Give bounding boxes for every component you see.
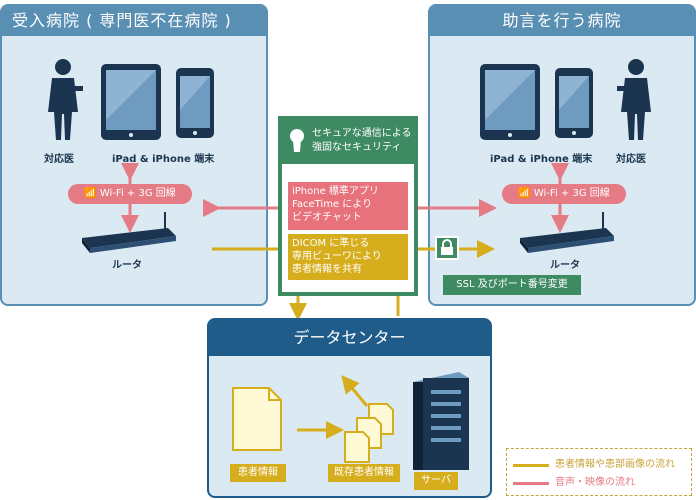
left-hospital-panel: 受入病院 ( 専門医不在病院 ) [0, 4, 268, 306]
video-line3: ビデオチャット [292, 212, 362, 223]
left-device-label: iPad & iPhone 端末 [112, 154, 215, 165]
dicom-line2: 専用ビューワにより [292, 251, 382, 262]
video-chat-box: iPhone 標準アプリ FaceTime により ビデオチャット [288, 182, 408, 230]
stacked-documents-icon [344, 403, 394, 463]
left-router-icon [82, 212, 176, 253]
security-line2: 強固なセキュリティ [312, 142, 402, 153]
right-panel-title: 助言を行う病院 [430, 6, 694, 36]
datacenter-title: データセンター [209, 320, 490, 356]
legend-row-yellow: 患者情報や患部画像の流れ [513, 458, 675, 472]
server-tag: サーバ [414, 472, 458, 490]
left-doctor-icon [48, 59, 83, 140]
dicom-box: DICOM に準じる 専用ビューワにより 患者情報を共有 [288, 234, 408, 280]
ssl-label: SSL 及びポート番号変更 [443, 275, 581, 295]
video-line2: FaceTime により [292, 199, 373, 210]
left-wifi-pill: 📶 Wi-Fi + 3G 回線 [68, 184, 192, 204]
legend-yellow-label: 患者情報や患部画像の流れ [555, 459, 675, 470]
patient-info-tag: 患者情報 [230, 464, 286, 482]
wifi-icon: 📶 [84, 188, 97, 199]
left-panel-title: 受入病院 ( 専門医不在病院 ) [2, 6, 266, 36]
right-doctor-icon [617, 59, 651, 140]
right-doctor-label: 対応医 [616, 154, 646, 165]
right-router-label: ルータ [550, 260, 580, 271]
legend: 患者情報や患部画像の流れ 音声・映像の流れ [506, 448, 692, 496]
document-icon [232, 387, 282, 451]
lock-icon [435, 236, 459, 260]
right-ipad-icon [480, 64, 540, 140]
right-device-label: iPad & iPhone 端末 [490, 154, 593, 165]
security-box: セキュアな通信による 強固なセキュリティ iPhone 標準アプリ FaceTi… [278, 116, 418, 296]
left-router-label: ルータ [112, 260, 142, 271]
security-header: セキュアな通信による 強固なセキュリティ [282, 120, 414, 164]
video-line1: iPhone 標準アプリ [292, 186, 379, 197]
right-wifi-pill: 📶 Wi-Fi + 3G 回線 [502, 184, 626, 204]
left-wifi-label: Wi-Fi + 3G 回線 [99, 188, 176, 199]
dicom-line3: 患者情報を共有 [292, 264, 362, 275]
left-doctor-label: 対応医 [44, 154, 74, 165]
legend-red-label: 音声・映像の流れ [555, 477, 635, 488]
legend-red-swatch [513, 481, 549, 485]
legend-row-red: 音声・映像の流れ [513, 476, 635, 490]
datacenter-graphics [232, 372, 469, 470]
legend-yellow-swatch [513, 463, 549, 467]
right-hospital-panel: 助言を行う病院 [428, 4, 696, 306]
left-ipad-icon [101, 64, 161, 140]
dicom-line1: DICOM に準じる [292, 238, 370, 249]
right-wifi-label: Wi-Fi + 3G 回線 [533, 188, 610, 199]
retrieve-arrow [341, 375, 369, 407]
server-icon [413, 372, 469, 470]
security-text: セキュアな通信による 強固なセキュリティ [312, 127, 412, 155]
security-line1: セキュアな通信による [312, 128, 412, 139]
wifi-icon: 📶 [518, 188, 531, 199]
keyhole-icon [290, 129, 304, 152]
right-iphone-icon [555, 68, 593, 138]
existing-info-tag: 既存患者情報 [328, 464, 400, 482]
left-iphone-icon [176, 68, 214, 138]
right-router-icon [520, 212, 614, 253]
